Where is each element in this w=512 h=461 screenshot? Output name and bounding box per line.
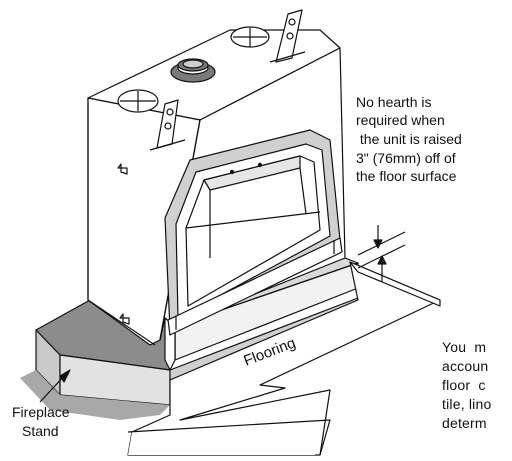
cutoff-line-1: You m <box>442 339 487 355</box>
knockout-right <box>230 26 270 48</box>
standoff-bracket-left <box>149 99 186 151</box>
cutoff-line-5: determ <box>442 415 487 431</box>
hearth-note-line-5: the floor surface <box>356 168 457 184</box>
cutoff-line-3: floor c <box>442 377 486 393</box>
fireplace-stand-label-line-2: Stand <box>22 423 59 439</box>
arrow-down <box>373 239 383 249</box>
lower-louvre <box>167 237 343 336</box>
nailing-tab-upper <box>117 163 128 175</box>
hearth-note-line-1: No hearth is <box>356 94 432 110</box>
stand-leader <box>39 369 71 403</box>
hearth-note-line-2: required when <box>356 112 445 128</box>
cutoff-line-2: accoun <box>442 358 489 374</box>
knockout-left <box>117 89 159 113</box>
hearth-note-line-4: 3" (76mm) off of <box>356 150 456 166</box>
flooring-sheet <box>127 261 441 456</box>
nailing-tab-lower <box>119 313 130 325</box>
clearance-dimension <box>357 225 406 282</box>
glass-door <box>164 129 341 331</box>
flue-collar <box>170 58 216 83</box>
fireplace-unit <box>87 9 346 346</box>
standoff-bracket-right <box>269 9 306 63</box>
hearth-note-line-3: the unit is raised <box>356 131 462 147</box>
cutoff-line-4: tile, lino <box>442 396 492 412</box>
floor-shadow <box>20 370 170 420</box>
fireplace-stand-label-line-1: Fireplace <box>12 404 70 420</box>
arrow-up <box>377 255 387 265</box>
